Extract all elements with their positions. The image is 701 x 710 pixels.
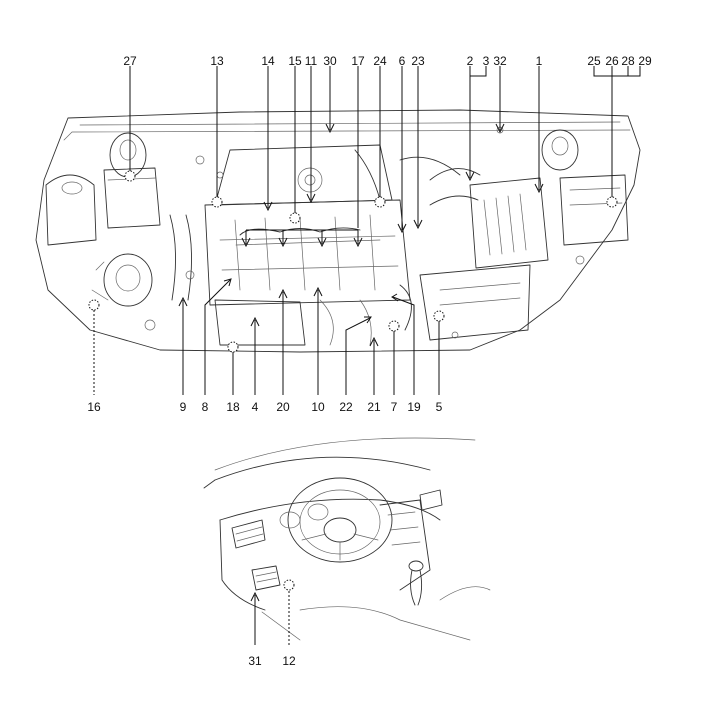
callout-25: 25 bbox=[587, 54, 601, 68]
callout-3: 3 bbox=[482, 54, 490, 68]
callout-13: 13 bbox=[210, 54, 224, 68]
callout-29: 29 bbox=[638, 54, 652, 68]
callout-5: 5 bbox=[435, 400, 443, 414]
callout-22: 22 bbox=[339, 400, 353, 414]
callout-31: 31 bbox=[248, 654, 262, 668]
callout-32: 32 bbox=[493, 54, 507, 68]
callout-9: 9 bbox=[179, 400, 187, 414]
callout-4: 4 bbox=[251, 400, 259, 414]
callout-1: 1 bbox=[535, 54, 543, 68]
callout-14: 14 bbox=[261, 54, 275, 68]
engine-bay-illustration bbox=[35, 109, 641, 353]
callout-19: 19 bbox=[407, 400, 421, 414]
callout-23: 23 bbox=[411, 54, 425, 68]
callout-11: 11 bbox=[304, 54, 318, 68]
leader-lines bbox=[93, 66, 641, 395]
callout-21: 21 bbox=[367, 400, 381, 414]
callout-8: 8 bbox=[201, 400, 209, 414]
callout-28: 28 bbox=[621, 54, 635, 68]
callout-16: 16 bbox=[87, 400, 101, 414]
dashboard-leaders bbox=[250, 590, 290, 645]
callout-10: 10 bbox=[311, 400, 325, 414]
callout-12: 12 bbox=[282, 654, 296, 668]
callout-20: 20 bbox=[276, 400, 290, 414]
location-markers bbox=[88, 170, 618, 591]
callout-6: 6 bbox=[398, 54, 406, 68]
callout-17: 17 bbox=[351, 54, 365, 68]
callout-24: 24 bbox=[373, 54, 387, 68]
callout-27: 27 bbox=[123, 54, 137, 68]
callout-15: 15 bbox=[288, 54, 302, 68]
dashboard-illustration bbox=[203, 437, 491, 641]
callout-18: 18 bbox=[226, 400, 240, 414]
callout-7: 7 bbox=[390, 400, 398, 414]
callout-26: 26 bbox=[605, 54, 619, 68]
callout-30: 30 bbox=[323, 54, 337, 68]
callout-2: 2 bbox=[466, 54, 474, 68]
